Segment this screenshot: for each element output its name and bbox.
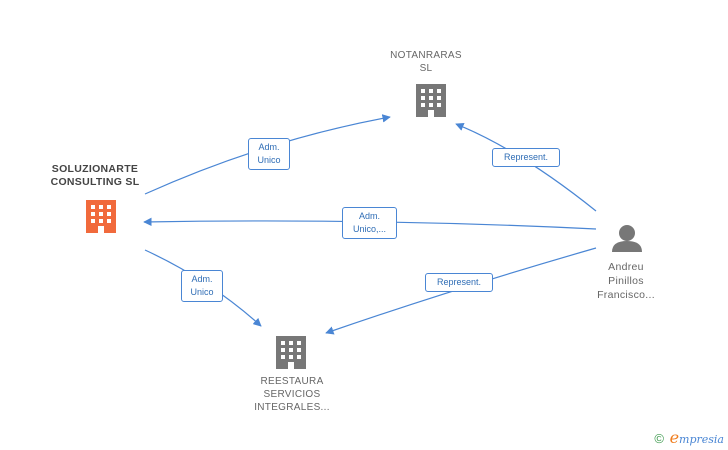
node-name-line: SERVICIOS: [263, 389, 321, 400]
node-name-line: SL: [419, 63, 433, 74]
edge-label-line: Unico,...: [352, 224, 386, 234]
node-name-line: Pinillos: [608, 275, 644, 287]
building-icon[interactable]: [276, 336, 306, 369]
edge-label-andreu-reestaura[interactable]: Represent.: [425, 273, 493, 292]
brand-initial: e: [669, 428, 680, 447]
building-icon[interactable]: [86, 200, 116, 233]
node-name-line: SOLUZIONARTE: [51, 163, 139, 175]
edge-label-line: Represent.: [436, 277, 482, 287]
node-name-line: INTEGRALES...: [254, 402, 330, 413]
brand-name: mpresia: [679, 433, 724, 446]
copyright-icon: ©: [654, 431, 664, 446]
edge-andreu-notanraras: [455, 122, 597, 212]
node-label-notanraras[interactable]: NOTANRARAS SL: [371, 49, 481, 75]
edge-label-soluzionarte-reestaura[interactable]: Adm. Unico: [181, 270, 223, 302]
edge-label-soluzionarte-notanraras[interactable]: Adm. Unico: [248, 138, 290, 170]
node-name-line: Francisco...: [597, 289, 655, 301]
edge-label-line: Adm.: [258, 142, 280, 152]
node-name-line: REESTAURA: [260, 376, 324, 387]
node-name-line: Andreu: [608, 261, 644, 273]
brand-logo: empresia: [670, 428, 724, 447]
edge-label-line: Unico: [257, 155, 281, 165]
footer-brand[interactable]: © empresia: [654, 428, 724, 447]
edge-label-line: Adm.: [191, 274, 213, 284]
node-label-soluzionarte[interactable]: SOLUZIONARTE CONSULTING SL: [40, 163, 150, 189]
node-label-reestaura[interactable]: REESTAURA SERVICIOS INTEGRALES...: [232, 375, 352, 414]
node-label-andreu[interactable]: Andreu Pinillos Francisco...: [578, 260, 674, 302]
edge-label-andreu-notanraras[interactable]: Represent.: [492, 148, 560, 167]
node-name-line: CONSULTING SL: [50, 176, 140, 188]
node-name-line: NOTANRARAS: [390, 50, 462, 61]
edge-label-line: Represent.: [503, 152, 549, 162]
edge-label-line: Unico: [190, 287, 214, 297]
building-icon[interactable]: [416, 84, 446, 117]
person-icon[interactable]: [612, 225, 642, 252]
edge-label-line: Adm.: [358, 211, 380, 221]
edge-label-andreu-soluzionarte[interactable]: Adm. Unico,...: [342, 207, 397, 239]
